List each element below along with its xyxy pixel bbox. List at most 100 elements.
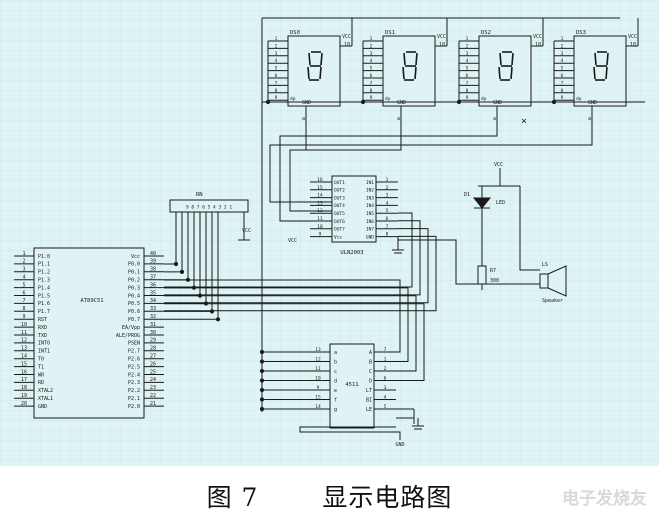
mcu-pin-label: XTAL1 bbox=[38, 396, 53, 402]
display-ref-label: DS1 bbox=[385, 30, 395, 36]
junction-dot bbox=[173, 261, 179, 267]
segment bbox=[606, 52, 609, 66]
mcu-pin-label: RD bbox=[38, 380, 44, 386]
display-gnd-mark: a bbox=[397, 116, 400, 122]
mcu-pin-number: 33 bbox=[150, 306, 156, 312]
uln2003-driver bbox=[331, 175, 377, 243]
decoder-pin-label: e bbox=[334, 388, 337, 394]
no-connect-mark: × bbox=[521, 116, 527, 127]
mcu-pin-label: P1.3 bbox=[38, 278, 50, 284]
mcu-pin-number: 9 bbox=[22, 314, 25, 320]
mcu-pin-label: P1.0 bbox=[38, 254, 50, 260]
uln-pin-number: 13 bbox=[317, 200, 323, 206]
mcu-pin-number: 10 bbox=[21, 322, 27, 328]
display-pin-number: 1 bbox=[275, 36, 278, 42]
display-dp-label: dp bbox=[481, 96, 487, 102]
mcu-pin-number: 23 bbox=[150, 385, 156, 391]
mcu-pin-label: P0.6 bbox=[128, 309, 140, 315]
mcu-pin-label: P1.5 bbox=[38, 293, 50, 299]
decoder-pin-number: 7 bbox=[384, 347, 387, 353]
mcu-pin-number: 27 bbox=[150, 354, 156, 360]
uln-pin-number: 3 bbox=[386, 193, 389, 199]
display-vcc-label: VCC bbox=[342, 34, 351, 40]
mcu-pin-label: T0 bbox=[38, 357, 44, 363]
seven-segment-display bbox=[573, 35, 627, 107]
mcu-pin-label: P2.7 bbox=[128, 349, 140, 355]
mcu-pin-label: P0.4 bbox=[128, 293, 140, 299]
speaker-drive-wire bbox=[398, 239, 540, 285]
uln-pin-label: OUT3 bbox=[334, 195, 345, 201]
figure-caption: 图 7 显示电路图 bbox=[0, 478, 659, 514]
uln-pin-label: Vcc bbox=[334, 234, 342, 240]
mcu-pin-label: P1.2 bbox=[38, 270, 50, 276]
mcu-pin-number: 2 bbox=[22, 259, 25, 265]
display-pin-number: 7 bbox=[466, 80, 469, 86]
mcu-pin-label: P0.5 bbox=[128, 301, 140, 307]
uln-ref-label: ULN2003 bbox=[340, 250, 363, 256]
display-pin-number: 4 bbox=[561, 58, 564, 64]
mcu-pin-number: 12 bbox=[21, 338, 27, 344]
display-pin-number: 10 bbox=[630, 42, 636, 48]
decoder-pin-number: 3 bbox=[384, 385, 387, 391]
mcu-pin-label: Vcc bbox=[131, 254, 140, 260]
seven-segment-display bbox=[478, 35, 532, 107]
mcu-pin-number: 30 bbox=[150, 330, 156, 336]
junction-dot bbox=[179, 269, 185, 274]
decoder-pin-number: 11 bbox=[315, 366, 321, 372]
decoder-pin-label: BI bbox=[366, 397, 372, 403]
decoder-pin-label: d bbox=[334, 378, 337, 384]
segment bbox=[402, 66, 405, 80]
caption-title: 显示电路图 bbox=[322, 483, 453, 512]
display-pin-number: 6 bbox=[370, 73, 373, 79]
mcu-pin-number: 29 bbox=[150, 338, 156, 344]
decoder-pin-label: C bbox=[369, 369, 372, 375]
mcu-pin-label: P2.6 bbox=[128, 357, 140, 363]
display-gnd-label: GND bbox=[302, 100, 311, 106]
display-pin-number: 6 bbox=[466, 73, 469, 79]
mcu-part-label: AT89C51 bbox=[80, 298, 103, 304]
display-pin-number: 5 bbox=[370, 66, 373, 72]
mcu-pin-label: P2.4 bbox=[128, 372, 140, 378]
mcu-pin-number: 15 bbox=[21, 361, 27, 367]
display-gnd-mark: a bbox=[588, 116, 591, 122]
display-pin-number: 5 bbox=[275, 66, 278, 72]
uln-pin-number: 14 bbox=[317, 193, 323, 199]
digit-eight-icon bbox=[498, 51, 514, 81]
decoder-pin-number: 5 bbox=[384, 404, 387, 410]
mcu-pin-number: 8 bbox=[22, 306, 25, 312]
uln-pin-label: IN4 bbox=[366, 203, 374, 209]
decoder-pin-label: B bbox=[369, 359, 372, 365]
display-pin-number: 2 bbox=[370, 43, 373, 49]
mcu-pin-number: 37 bbox=[150, 275, 156, 281]
segment bbox=[403, 52, 406, 66]
p2-to-decoder-wire bbox=[164, 295, 417, 372]
decoder-pin-number: 10 bbox=[315, 376, 321, 382]
decoder-pin-label: f bbox=[334, 397, 337, 403]
uln-vcc-label: VCC bbox=[288, 238, 297, 244]
display-pin-number: 4 bbox=[275, 58, 278, 64]
speaker-ref-label: LS bbox=[542, 262, 548, 268]
speaker-body bbox=[539, 273, 549, 289]
display-pin-number: 8 bbox=[466, 88, 469, 94]
uln-pin-number: 6 bbox=[386, 216, 389, 222]
mcu-pin-number: 32 bbox=[150, 314, 156, 320]
display-vcc-label: VCC bbox=[533, 34, 542, 40]
uln-out-wire-3 bbox=[279, 118, 498, 222]
mcu-pin-label: XTAL2 bbox=[38, 388, 53, 394]
display-pin-number: 3 bbox=[275, 51, 278, 57]
mcu-pin-number: 21 bbox=[150, 401, 156, 407]
mcu-pin-number: 22 bbox=[150, 393, 156, 399]
decoder-pin-number: 14 bbox=[315, 404, 321, 410]
mcu-pin-number: 11 bbox=[21, 330, 27, 336]
uln-pin-label: OUT4 bbox=[334, 203, 345, 209]
segment bbox=[415, 52, 418, 66]
mcu-pin-number: 26 bbox=[150, 361, 156, 367]
mcu-pin-number: 28 bbox=[150, 346, 156, 352]
decoder-pin-number: 12 bbox=[315, 357, 321, 363]
decoder-pin-label: g bbox=[334, 407, 337, 413]
uln-pin-number: 4 bbox=[386, 200, 389, 206]
mcu-pin-number: 5 bbox=[22, 282, 25, 288]
display-vcc-label: VCC bbox=[628, 34, 637, 40]
speaker-icon bbox=[547, 265, 567, 297]
